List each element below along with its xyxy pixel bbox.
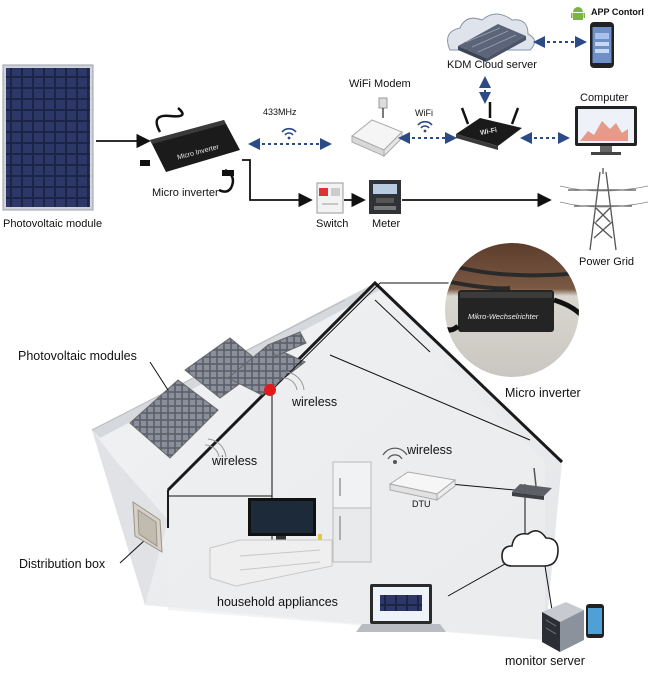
meter-label: Meter bbox=[372, 218, 401, 230]
wifi-modem-label: WiFi Modem bbox=[349, 78, 411, 90]
link-433mhz bbox=[248, 127, 332, 150]
photo-micro-inverter-label: Micro inverter bbox=[505, 386, 581, 400]
house-router-icon bbox=[512, 467, 552, 500]
fridge-icon bbox=[332, 461, 372, 563]
wireless-label-2: wireless bbox=[212, 454, 258, 468]
signal-wifi-icon bbox=[417, 120, 433, 133]
wifi-modem-icon bbox=[351, 97, 403, 158]
signal-433-icon bbox=[281, 127, 297, 140]
smartphone-icon bbox=[586, 604, 604, 638]
cloud-server-icon bbox=[447, 13, 535, 62]
tv-cabinet-icon bbox=[209, 498, 333, 587]
wireless-label-3: wireless bbox=[407, 443, 453, 457]
leader-lines bbox=[119, 282, 531, 564]
photo-device-text: Mikro-Wechselrichter bbox=[468, 312, 539, 321]
computer-icon bbox=[575, 106, 637, 155]
monitor-server-label: monitor server bbox=[505, 654, 585, 668]
wireless-label-1: wireless bbox=[292, 395, 338, 409]
laptop-icon bbox=[356, 584, 446, 632]
roof-pv-modules-icon bbox=[129, 331, 307, 459]
arrow-inverter-to-switch bbox=[242, 159, 313, 208]
pv-modules-label: Photovoltaic modules bbox=[18, 349, 137, 363]
meter-icon bbox=[369, 180, 401, 214]
household-appliances-label: household appliances bbox=[217, 595, 338, 609]
micro-inverter-icon: Micro Inverter bbox=[140, 107, 240, 193]
power-grid-tower-icon bbox=[559, 168, 648, 251]
dtu-device-icon bbox=[388, 471, 457, 502]
wifi-router-icon: Wi-Fi bbox=[456, 102, 522, 150]
link-433mhz-label: 433MHz bbox=[263, 107, 297, 117]
distribution-box-icon bbox=[132, 501, 163, 553]
monitor-server-icon bbox=[542, 602, 584, 652]
power-grid-label: Power Grid bbox=[579, 256, 635, 268]
computer-label: Computer bbox=[580, 92, 629, 104]
distribution-box-label: Distribution box bbox=[19, 557, 106, 571]
micro-inverter-label: Micro inverter bbox=[152, 187, 219, 199]
app-control-label: APP Contorl bbox=[591, 7, 644, 17]
wireless-signal-icon-3 bbox=[382, 447, 408, 465]
junction-dot bbox=[264, 384, 276, 396]
android-icon bbox=[571, 7, 585, 20]
wireless-signal-icon-1 bbox=[282, 371, 305, 391]
pv-module-label: Photovoltaic module bbox=[3, 218, 103, 230]
app-phone-icon bbox=[590, 22, 614, 68]
wifi-link-label: WiFi bbox=[415, 108, 433, 118]
link-wifi bbox=[398, 120, 457, 144]
wireless-signal-icon-2 bbox=[204, 438, 227, 458]
switch-icon bbox=[316, 182, 344, 214]
cloud-server-label: KDM Cloud server bbox=[447, 59, 537, 71]
cloud-icon bbox=[501, 530, 559, 567]
switch-label: Switch bbox=[316, 218, 349, 230]
micro-inverter-photo: Mikro-Wechselrichter bbox=[443, 241, 581, 379]
dtu-label: DTU bbox=[412, 499, 431, 509]
svg-text:Wi-Fi: Wi-Fi bbox=[480, 127, 498, 137]
pv-module-icon bbox=[2, 64, 94, 211]
